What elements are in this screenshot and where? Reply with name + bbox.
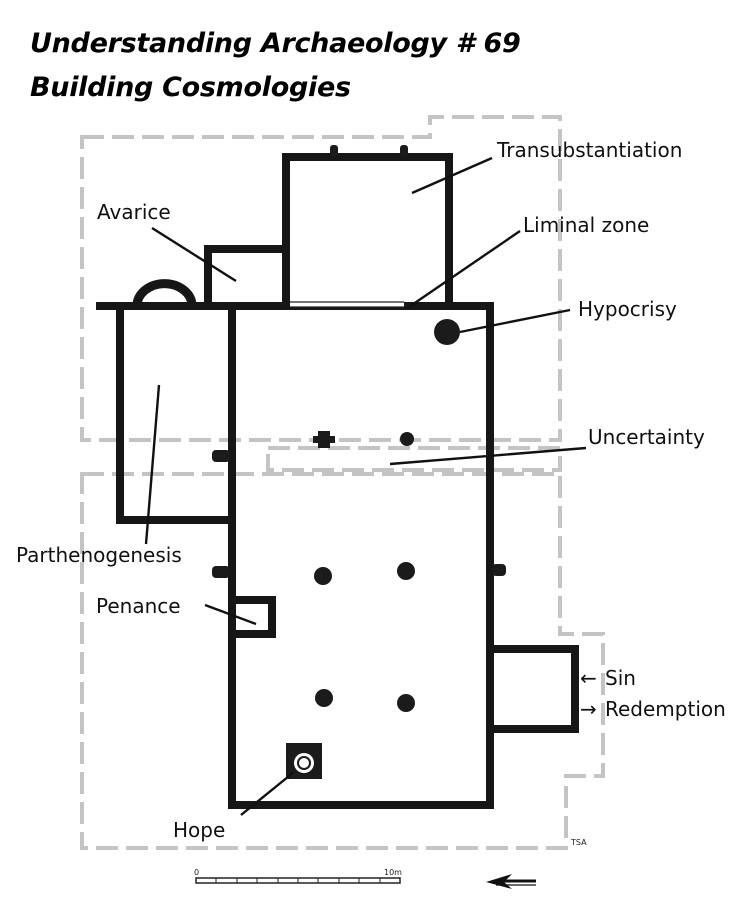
apse <box>132 279 197 307</box>
label-transubstantiation: Transubstantiation <box>496 138 682 162</box>
orientation-arrow-icon <box>486 874 536 889</box>
piers <box>313 319 460 712</box>
scale-start-label: 0 <box>194 868 199 877</box>
label-redemption: Redemption <box>605 697 726 721</box>
leader-lines <box>144 156 587 816</box>
sin-arrow-icon: ← <box>580 666 597 690</box>
label-liminal-zone: Liminal zone <box>523 213 649 237</box>
page-title-line-1: Understanding Archaeology # 69 <box>30 28 521 59</box>
scale-bar <box>195 877 401 884</box>
liminal-threshold <box>290 301 404 308</box>
dashed-outline <box>80 115 605 850</box>
building-walls <box>96 153 579 809</box>
label-uncertainty: Uncertainty <box>588 425 705 449</box>
page-title-line-2: Building Cosmologies <box>30 72 351 103</box>
label-hypocrisy: Hypocrisy <box>578 297 677 321</box>
label-avarice: Avarice <box>97 200 171 224</box>
scale-end-label: 10m <box>384 868 402 877</box>
redemption-arrow-icon: → <box>580 697 597 721</box>
buttresses <box>212 145 506 578</box>
label-parthenogenesis: Parthenogenesis <box>16 543 182 567</box>
label-hope: Hope <box>173 818 225 842</box>
label-sin: Sin <box>605 666 636 690</box>
credit-label: TSA <box>570 838 587 847</box>
label-penance: Penance <box>96 594 181 618</box>
